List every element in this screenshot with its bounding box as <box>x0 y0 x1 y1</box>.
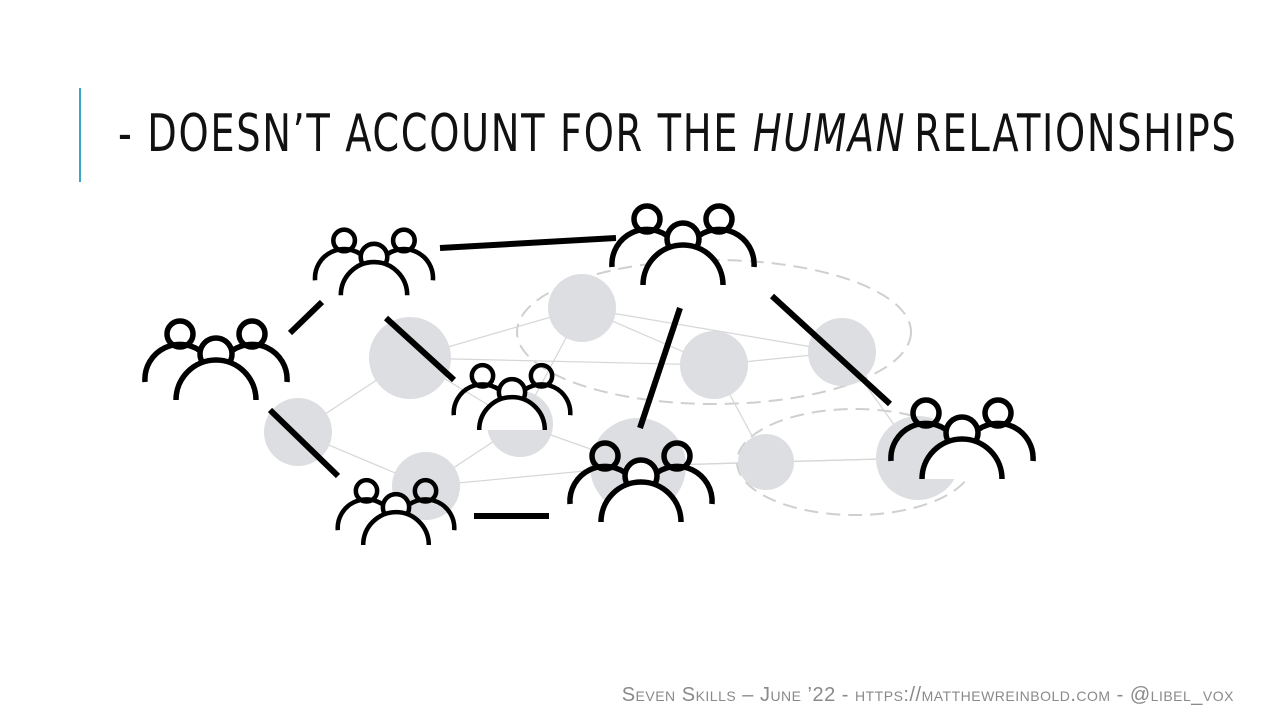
connection-line <box>637 307 683 429</box>
connection-line <box>769 293 893 407</box>
connection-line <box>439 235 617 251</box>
accent-bar <box>79 88 81 182</box>
faint-node <box>738 434 794 490</box>
faint-node <box>369 317 451 399</box>
connection-line <box>267 407 341 479</box>
people-group-icon <box>454 365 571 430</box>
title-emphasis: HUMAN <box>752 104 907 164</box>
people-group-icon <box>315 230 433 296</box>
faint-node <box>548 274 616 342</box>
people-group-icon <box>145 321 287 400</box>
people-group-icon <box>612 206 754 285</box>
faint-node <box>264 398 332 466</box>
human-connections <box>267 235 893 519</box>
title-prefix: - DOESN’T ACCOUNT FOR THE <box>118 104 753 164</box>
connection-line <box>287 299 325 336</box>
title-suffix: RELATIONSHIPS <box>914 104 1238 164</box>
faint-node <box>680 331 748 399</box>
slide-footer: Seven Skills – June ’22 - https://matthe… <box>621 684 1234 706</box>
connection-line <box>383 315 457 383</box>
faint-node <box>808 318 876 386</box>
faint-nodes <box>264 274 960 520</box>
